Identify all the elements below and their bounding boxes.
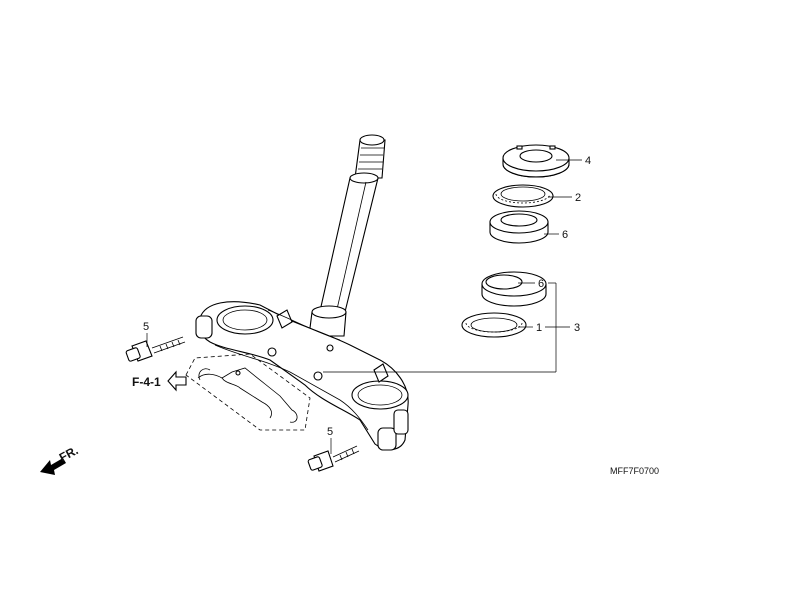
callout-2: 2 — [575, 192, 581, 204]
leader-lines — [146, 159, 582, 454]
callout-5-lower: 5 — [327, 426, 333, 438]
brake-hose-clip-group — [185, 353, 311, 431]
lower-bearing[interactable] — [481, 271, 547, 307]
brake-hose-clip[interactable] — [197, 367, 298, 423]
front-direction-indicator: FR. — [40, 443, 80, 475]
front-arrow-icon — [40, 458, 66, 475]
dust-seal[interactable] — [492, 184, 554, 208]
callout-1: 1 — [536, 322, 542, 334]
reference-arrow-icon — [167, 370, 187, 392]
callout-3: 3 — [574, 322, 580, 334]
callout-4: 4 — [585, 155, 591, 167]
upper-bearing[interactable] — [489, 210, 549, 244]
reference-arrow-f-4-1[interactable]: F-4-1 — [132, 370, 187, 392]
diagram-code: MFF7F0700 — [610, 466, 659, 476]
callout-6-upper: 6 — [562, 229, 568, 241]
steering-stem[interactable] — [308, 134, 386, 337]
flange-bolt-lower[interactable] — [307, 445, 360, 472]
callout-6-lower: 6 — [538, 278, 544, 290]
lower-triple-clamp[interactable] — [195, 301, 409, 451]
callout-5-upper: 5 — [143, 321, 149, 333]
lower-dust-seal[interactable] — [461, 312, 527, 338]
reference-label[interactable]: F-4-1 — [132, 375, 161, 389]
flange-bolt-upper[interactable] — [125, 336, 186, 362]
steering-nut[interactable] — [502, 144, 570, 178]
